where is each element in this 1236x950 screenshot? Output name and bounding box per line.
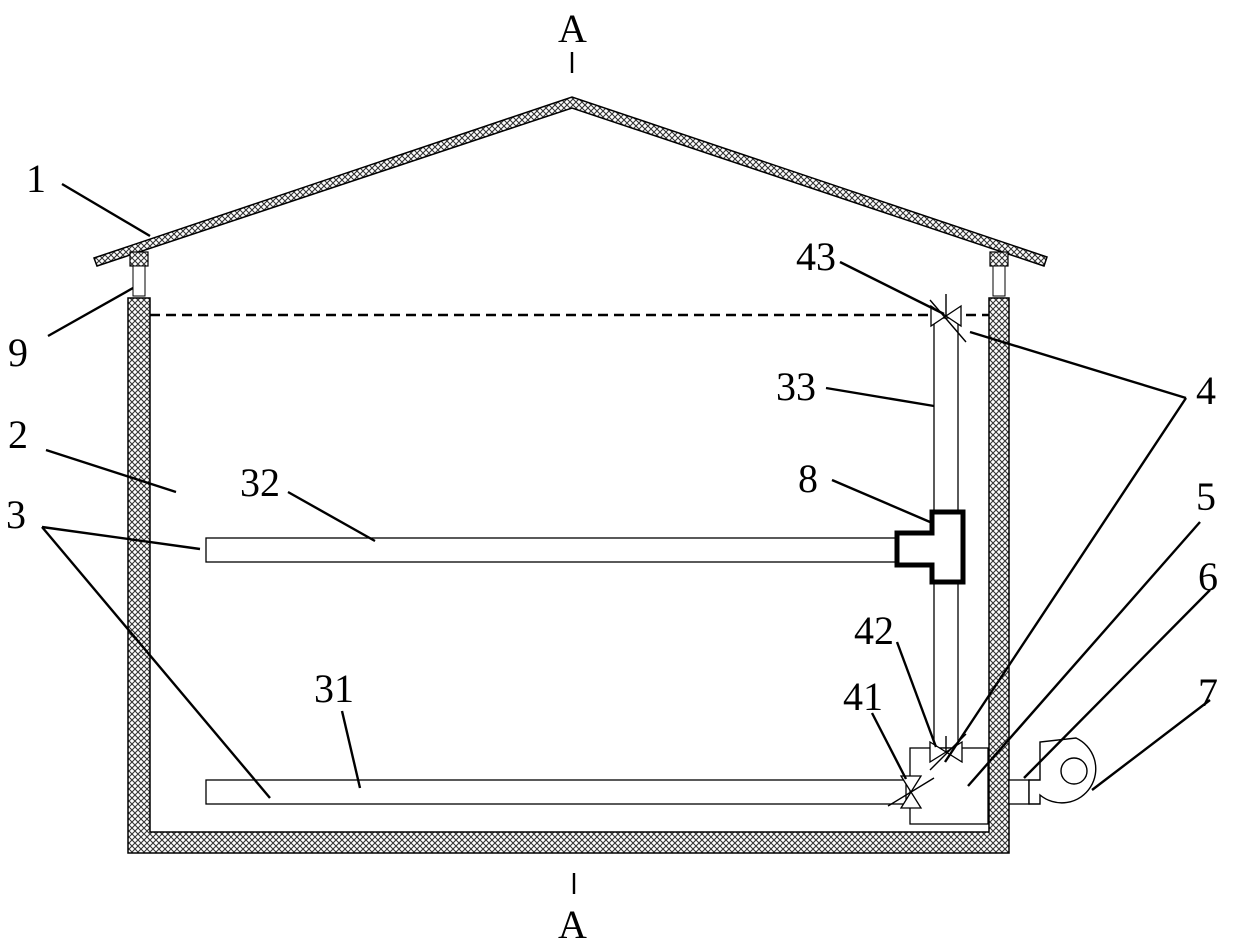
valve-41 — [887, 775, 935, 809]
valve-43 — [929, 294, 967, 343]
chamber-wall — [127, 297, 1010, 854]
leader-lines — [41, 182, 1211, 799]
label-valve-43: 43 — [796, 234, 836, 279]
section-mark-top: A — [558, 6, 587, 51]
valve-42 — [929, 733, 967, 771]
label-valve-42: 42 — [854, 608, 894, 653]
label-chamber: 2 — [8, 412, 28, 457]
label-valve-group: 4 — [1196, 368, 1216, 413]
label-junction: 5 — [1196, 474, 1216, 519]
vent-gap-right — [989, 251, 1009, 297]
label-pipe-31: 31 — [314, 666, 354, 711]
label-connector: 6 — [1198, 554, 1218, 599]
pipe-31 — [205, 779, 907, 805]
pipe-32 — [205, 537, 901, 563]
label-roof: 1 — [26, 156, 46, 201]
label-valve-41: 41 — [843, 674, 883, 719]
connector-6 — [1008, 779, 1030, 805]
vent-gap-left — [129, 251, 149, 297]
label-fan: 7 — [1198, 670, 1218, 715]
label-pipe-32: 32 — [240, 460, 280, 505]
label-fitting-8: 8 — [798, 456, 818, 501]
label-vent-gap: 9 — [8, 330, 28, 375]
roof — [93, 96, 1048, 267]
fan-7 — [1028, 737, 1097, 805]
section-mark-bottom: A — [558, 902, 587, 947]
fitting-8 — [894, 509, 966, 585]
label-pipe-group: 3 — [6, 492, 26, 537]
label-pipe-33: 33 — [776, 364, 816, 409]
